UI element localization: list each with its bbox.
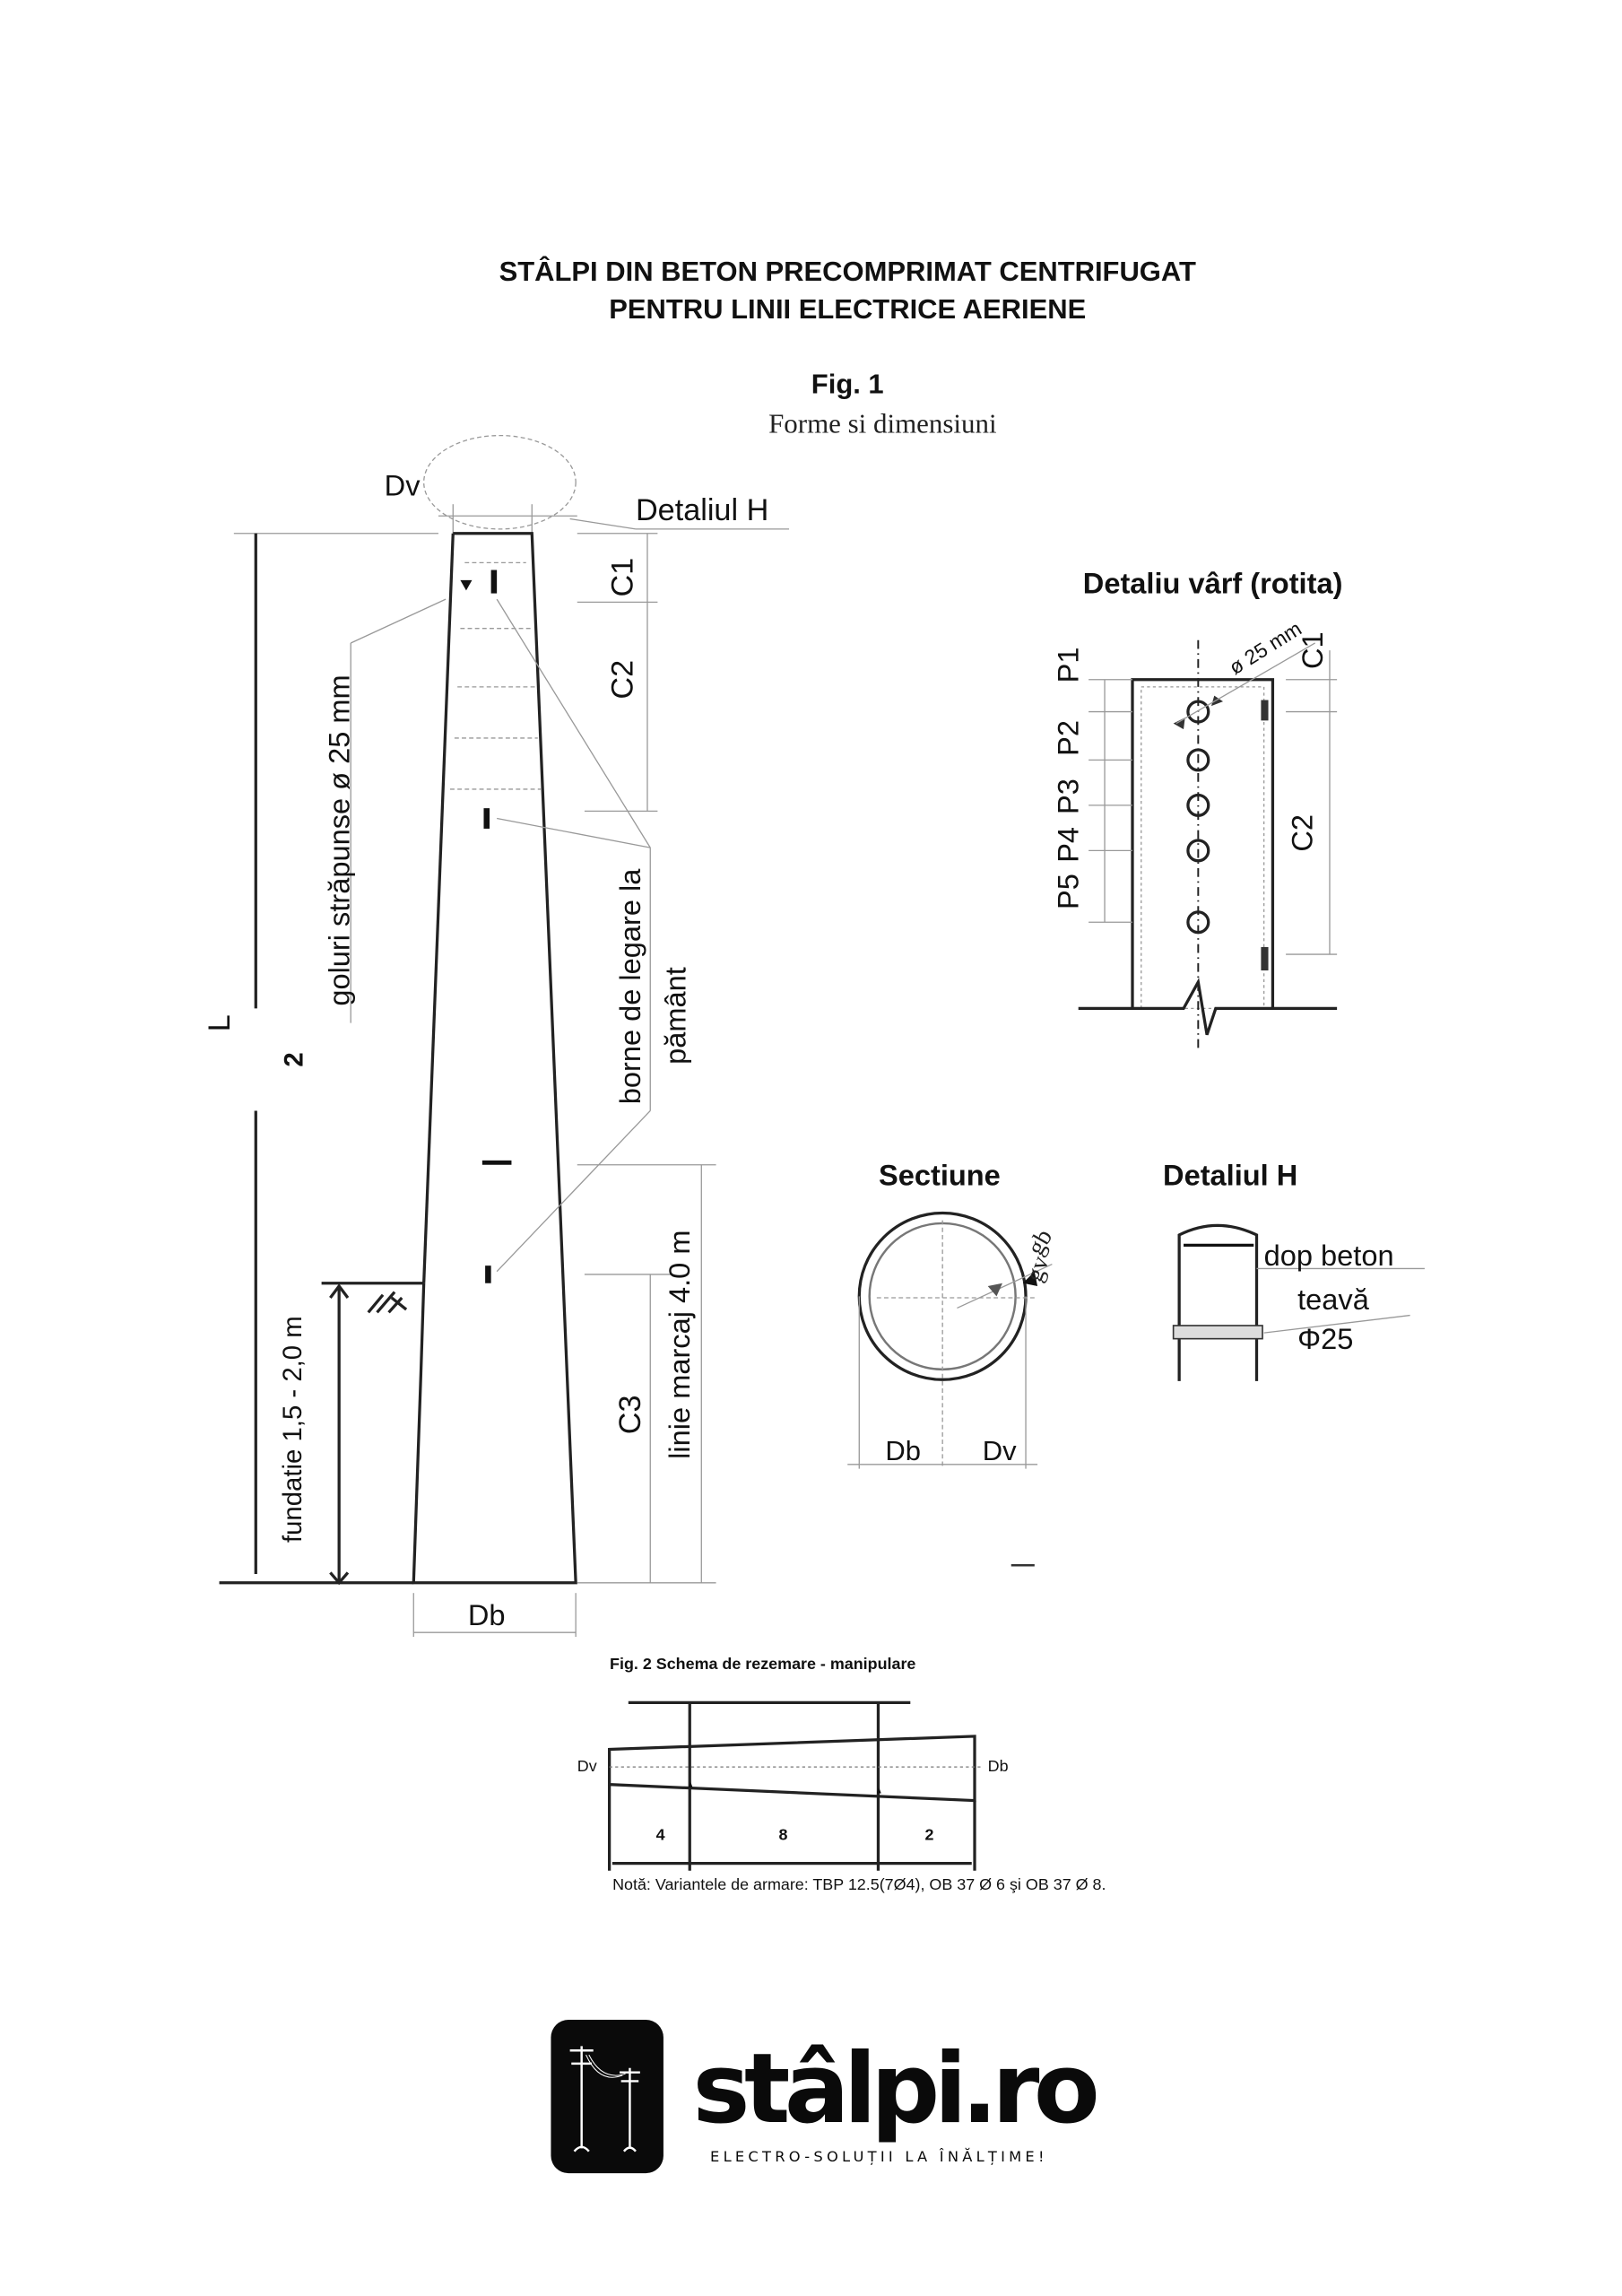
label-fundatie: fundatie 1,5 - 2,0 m bbox=[278, 1316, 308, 1543]
label-phi25: Φ25 bbox=[1297, 1322, 1353, 1355]
fig2-dim-2: 2 bbox=[925, 1826, 934, 1844]
label-2: 2 bbox=[279, 1052, 308, 1066]
fig2-label-dv: Dv bbox=[577, 1757, 597, 1775]
detaliu-varf-drawing bbox=[1078, 639, 1338, 1053]
label-detaliul-h: Detaliul H bbox=[636, 493, 768, 527]
fig2-title: Fig. 2 Schema de rezemare - manipulare bbox=[610, 1655, 915, 1673]
fig2-note: Notă: Variantele de armare: TBP 12.5(7Ø4… bbox=[612, 1875, 1106, 1893]
power-pole-icon bbox=[569, 2046, 640, 2152]
hole-diameter-label: ø 25 mm bbox=[1225, 616, 1305, 679]
detaliul-h-title: Detaliul H bbox=[1163, 1159, 1297, 1192]
document-title-line1: STÂLPI DIN BETON PRECOMPRIMAT CENTRIFUGA… bbox=[499, 255, 1196, 287]
label-dv: Dv bbox=[385, 468, 421, 501]
label-linie-marcaj: linie marcaj 4.0 m bbox=[663, 1231, 696, 1459]
label-c3: C3 bbox=[613, 1396, 647, 1435]
pole-elevation-drawing bbox=[219, 434, 790, 1638]
earthing-terminal bbox=[485, 1265, 491, 1283]
fig2-dim-8: 8 bbox=[779, 1826, 788, 1844]
sectiune-title: Sectiune bbox=[879, 1159, 1001, 1192]
fig2-label-db: Db bbox=[988, 1757, 1009, 1775]
label-dop-beton: dop beton bbox=[1264, 1239, 1394, 1272]
detaliu-varf-title: Detaliu vârf (rotita) bbox=[1083, 567, 1343, 600]
fig1-subtitle: Forme si dimensiuni bbox=[768, 407, 997, 439]
label-db: Db bbox=[468, 1598, 506, 1631]
label-section-dv: Dv bbox=[983, 1435, 1017, 1466]
label-c1: C1 bbox=[606, 558, 640, 597]
logo-tagline: ELECTRO-SOLUȚII LA ÎNĂLȚIME! bbox=[710, 2148, 1048, 2165]
detaliul-h-drawing bbox=[1172, 1223, 1425, 1381]
label-c2: C2 bbox=[606, 660, 640, 700]
earthing-terminal bbox=[483, 808, 490, 829]
label-p1: P1 bbox=[1052, 648, 1085, 683]
label-teava: teavă bbox=[1297, 1283, 1370, 1316]
label-goluri: goluri străpunse ø 25 mm bbox=[323, 674, 356, 1005]
cross-section-drawing bbox=[847, 1211, 1053, 1469]
label-c2-detail: C2 bbox=[1285, 814, 1318, 852]
fig2-dim-4: 4 bbox=[656, 1826, 665, 1844]
label-l: L bbox=[203, 1014, 237, 1031]
label-section-db: Db bbox=[885, 1435, 921, 1466]
label-p2: P2 bbox=[1052, 720, 1085, 756]
hole-marker bbox=[490, 570, 498, 594]
document-title-line2: PENTRU LINII ELECTRICE AERIENE bbox=[609, 293, 1086, 325]
fig2-drawing bbox=[607, 1700, 984, 1871]
label-pamant: pământ bbox=[658, 967, 691, 1065]
marking-line bbox=[481, 1160, 512, 1165]
label-borne: borne de legare la bbox=[613, 868, 646, 1105]
logo-icon-background bbox=[551, 2020, 664, 2174]
label-p3: P3 bbox=[1052, 778, 1085, 814]
stalpi-logo: stâlpi.ro ELECTRO-SOLUȚII LA ÎNĂLȚIME! bbox=[551, 2020, 1102, 2174]
logo-brand: stâlpi.ro bbox=[693, 2033, 1097, 2145]
label-p4: P4 bbox=[1052, 827, 1085, 863]
label-c1-detail: C1 bbox=[1296, 631, 1329, 669]
fig1-title: Fig. 1 bbox=[811, 368, 884, 399]
label-p5: P5 bbox=[1052, 874, 1085, 909]
